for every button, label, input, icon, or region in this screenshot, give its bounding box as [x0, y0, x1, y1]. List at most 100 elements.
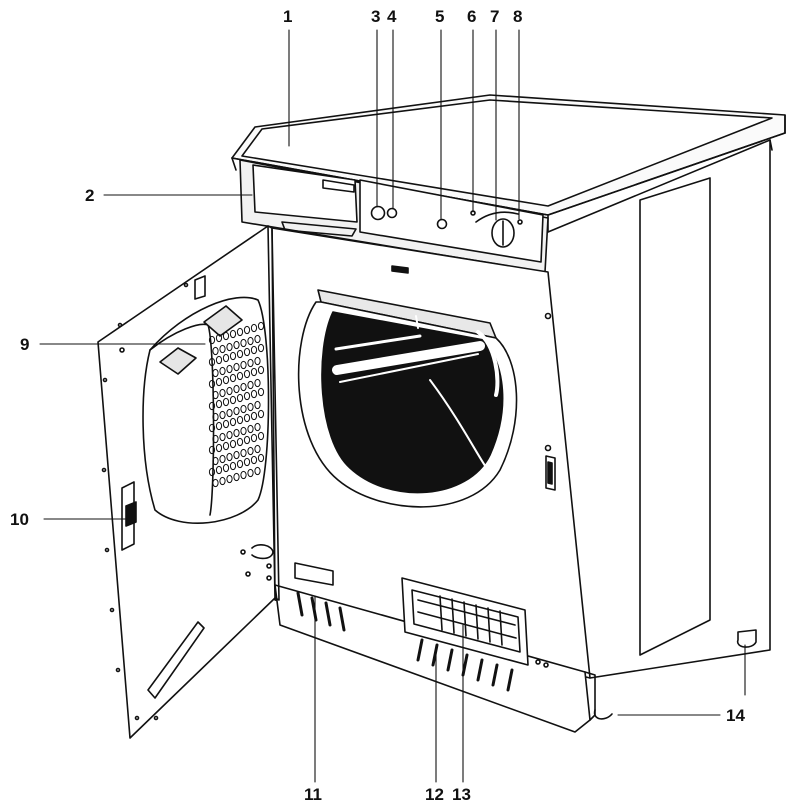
control-panel: [239, 159, 549, 273]
filter-hole: [257, 387, 265, 397]
callout-5: 5: [435, 7, 445, 26]
filter-hole: [243, 369, 251, 379]
filter-hole: [222, 419, 230, 429]
filter-hole: [215, 377, 223, 387]
filter-hole: [215, 443, 223, 453]
filter-hole: [222, 397, 230, 407]
filter-holes: [208, 321, 265, 488]
filter-hole: [236, 459, 244, 469]
filter-hole: [212, 390, 219, 400]
filter-hole: [236, 437, 244, 447]
filter-hole: [233, 362, 240, 372]
filter-hole: [243, 457, 251, 467]
filter-hole: [250, 389, 258, 399]
filter-hole: [233, 450, 240, 460]
open-door: [97, 225, 280, 739]
filter-hole: [219, 388, 226, 398]
callout-2: 2: [85, 186, 95, 205]
filter-hole: [219, 366, 226, 376]
filter-hole: [212, 368, 219, 378]
filter-hole: [250, 345, 258, 355]
filter-hole: [247, 402, 254, 412]
filter-hole: [240, 360, 247, 370]
filter-hole: [247, 446, 254, 456]
filter-hole: [247, 358, 254, 368]
filter-hole: [226, 474, 233, 484]
filter-hole: [240, 382, 247, 392]
filter-hole: [236, 393, 244, 403]
filter-hole: [236, 327, 244, 337]
filter-hole: [257, 365, 265, 375]
filter-hole: [226, 452, 233, 462]
filter-hole: [247, 380, 254, 390]
filter-hole: [240, 404, 247, 414]
filter-hole: [250, 323, 258, 333]
filter-hole: [247, 336, 254, 346]
filter-hole: [254, 466, 261, 476]
filter-hole: [254, 378, 261, 388]
filter-hole: [229, 439, 237, 449]
filter-hole: [219, 476, 226, 486]
filter-hole: [233, 340, 240, 350]
filter-hole: [254, 400, 261, 410]
filter-hole: [250, 411, 258, 421]
filter-hole: [219, 432, 226, 442]
filter-hole: [208, 379, 216, 389]
door-opening: [297, 289, 518, 508]
callout-4: 4: [387, 7, 397, 26]
filter-hole: [226, 386, 233, 396]
filter-hole: [233, 406, 240, 416]
filter-hole: [233, 428, 240, 438]
filter-hole: [208, 423, 216, 433]
filter-hole: [240, 470, 247, 480]
filter-hole: [208, 401, 216, 411]
callout-14: 14: [726, 706, 745, 725]
filter-hole: [226, 408, 233, 418]
callout-11: 11: [304, 785, 322, 804]
filter-hole: [229, 329, 237, 339]
callout-1: 1: [283, 7, 293, 26]
callout-9: 9: [20, 335, 30, 354]
filter-hole: [229, 461, 237, 471]
filter-hole: [219, 344, 226, 354]
filter-hole: [226, 430, 233, 440]
filter-hole: [212, 456, 219, 466]
filter-hole: [243, 347, 251, 357]
callout-3: 3: [371, 7, 381, 26]
filter-hole: [236, 415, 244, 425]
filter-hole: [219, 454, 226, 464]
callout-8: 8: [513, 7, 523, 26]
filter-hole: [215, 355, 223, 365]
filter-hole: [219, 410, 226, 420]
filter-hole: [222, 375, 230, 385]
filter-hole: [257, 409, 265, 419]
filter-hole: [243, 435, 251, 445]
filter-hole: [222, 331, 230, 341]
filter-hole: [243, 325, 251, 335]
filter-hole: [243, 391, 251, 401]
leader-lines: [39, 29, 746, 783]
filter-hole: [215, 465, 223, 475]
filter-hole: [222, 441, 230, 451]
filter-hole: [208, 357, 216, 367]
filter-hole: [212, 434, 219, 444]
callout-10: 10: [10, 510, 29, 529]
filter-hole: [233, 472, 240, 482]
side-panel: [547, 139, 773, 679]
filter-hole: [257, 431, 265, 441]
filter-hole: [215, 399, 223, 409]
filter-hole: [212, 478, 219, 488]
callout-12: 12: [425, 785, 444, 804]
filter-hole: [226, 342, 233, 352]
filter-hole: [240, 426, 247, 436]
filter-hole: [254, 444, 261, 454]
filter-hole: [233, 384, 240, 394]
plinth: [274, 562, 757, 733]
filter-hole: [257, 453, 265, 463]
filter-hole: [240, 448, 247, 458]
filter-hole: [215, 333, 223, 343]
top-cover: [231, 94, 786, 233]
filter-hole: [212, 412, 219, 422]
